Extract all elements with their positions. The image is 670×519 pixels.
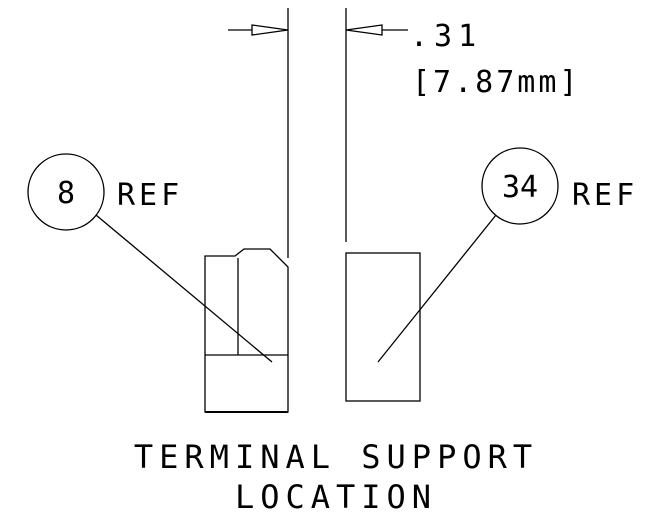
balloon-ref-label: REF <box>572 178 638 213</box>
leader-line-34 <box>377 214 497 363</box>
leader-line-8 <box>95 214 273 363</box>
balloon-number: 8 <box>57 176 75 211</box>
balloon-34: 34 <box>481 147 559 225</box>
dimension-value-inches: .31 <box>410 19 482 54</box>
balloon-number: 34 <box>502 170 538 205</box>
dimension-value-mm: [7.87mm] <box>412 65 581 100</box>
terminal-support-right-part <box>345 252 421 402</box>
balloon-8: 8 <box>27 153 105 231</box>
caption-line-1: TERMINAL SUPPORT <box>134 438 538 476</box>
dimension-arrow-right <box>345 24 408 36</box>
balloon-ref-label: REF <box>117 178 183 213</box>
caption-line-2: LOCATION <box>235 478 437 516</box>
terminal-support-left-part <box>204 248 289 413</box>
dimension-arrow-left <box>228 24 289 36</box>
